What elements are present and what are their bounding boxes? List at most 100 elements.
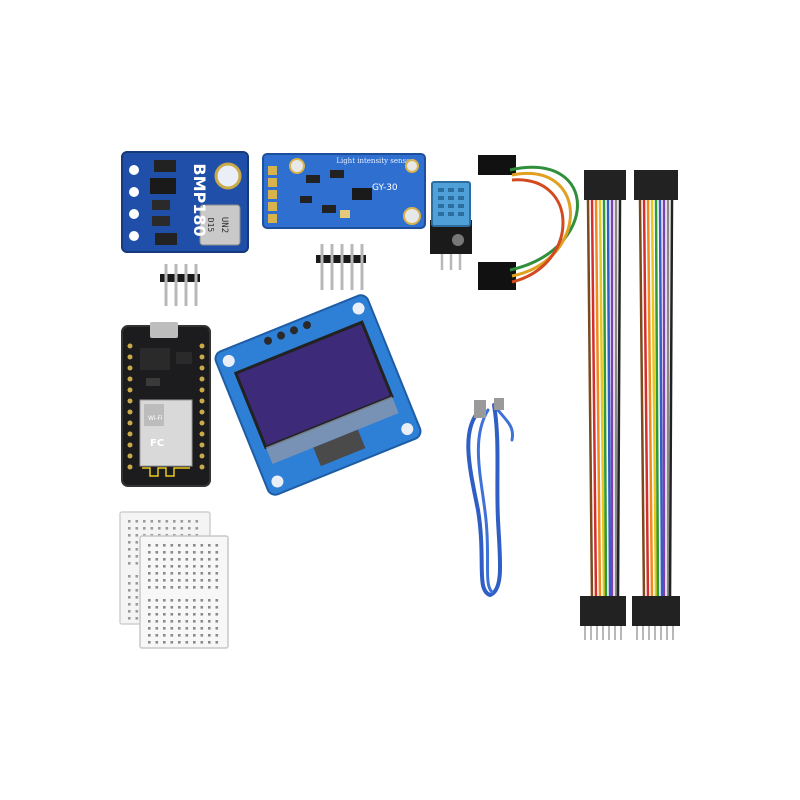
breadboard-hole (135, 534, 139, 537)
breadboard-hole (178, 551, 181, 554)
breadboard-hole (185, 606, 189, 609)
breadboard-hole (180, 520, 184, 523)
breadboard-hole (128, 603, 131, 606)
breadboard-hole (163, 551, 166, 554)
breadboard-hole (200, 599, 204, 602)
breadboard-hole (188, 520, 191, 523)
breadboard-hole (148, 627, 151, 630)
jumper-wire-ribbon-right (632, 170, 680, 640)
breadboard-hole (170, 599, 174, 602)
breadboard-hole (163, 627, 166, 630)
breadboard-hole (215, 641, 219, 644)
breadboard-hole (148, 586, 151, 589)
breadboard-hole (148, 634, 151, 637)
breadboard-hole (148, 558, 151, 561)
breadboard-hole (200, 572, 204, 575)
breadboard-hole (193, 579, 196, 582)
breadboard-hole (188, 527, 191, 530)
gy30-header-pins (316, 244, 366, 290)
breadboard-hole (163, 586, 166, 589)
breadboard-hole (155, 634, 159, 637)
breadboard-hole (135, 617, 139, 620)
breadboard-hole (155, 579, 159, 582)
oled-display-module (214, 294, 422, 496)
breadboard-hole (200, 565, 204, 568)
breadboard-hole (163, 558, 166, 561)
breadboard-hole (178, 620, 181, 623)
breadboard-hole (185, 544, 189, 547)
breadboard-hole (178, 586, 181, 589)
breadboard-hole (200, 613, 204, 616)
breadboard-hole (158, 527, 161, 530)
breadboard-hole (208, 579, 211, 582)
breadboard-hole (178, 627, 181, 630)
breadboard-hole (128, 520, 131, 523)
breadboard-hole (178, 565, 181, 568)
breadboard-hole (128, 548, 131, 551)
breadboard-hole (200, 586, 204, 589)
breadboard-hole (148, 551, 151, 554)
gy30-title-label: Light intensity sensor (336, 157, 414, 165)
breadboard-hole (208, 634, 211, 637)
breadboard-hole (208, 572, 211, 575)
breadboard-hole (128, 562, 131, 565)
breadboard-hole (208, 613, 211, 616)
breadboard-hole (148, 620, 151, 623)
breadboard-hole (193, 565, 196, 568)
breadboard-hole (208, 599, 211, 602)
bmp180-header-pins (160, 264, 200, 306)
breadboard-hole (208, 627, 211, 630)
breadboard-hole (193, 572, 196, 575)
nodemcu-pin-rows (127, 343, 205, 470)
breadboard-hole (135, 548, 139, 551)
breadboard-hole (178, 572, 181, 575)
breadboard-hole (215, 634, 219, 637)
breadboard-hole (170, 606, 174, 609)
breadboard-hole (193, 634, 196, 637)
breadboard-hole (200, 641, 204, 644)
breadboard-hole (170, 641, 174, 644)
breadboard-hole (208, 620, 211, 623)
breadboard-hole (128, 541, 131, 544)
breadboard-hole (193, 627, 196, 630)
bmp180-pin-pads (129, 165, 139, 241)
oled-flex-ribbon (313, 429, 366, 467)
breadboard-hole (178, 606, 181, 609)
breadboard-hole (215, 551, 219, 554)
esp-wifi-label: Wi-Fi (148, 415, 163, 422)
breadboard-hole (208, 558, 211, 561)
breadboard-hole (170, 627, 174, 630)
breadboard-hole (200, 627, 204, 630)
breadboard-hole (173, 520, 176, 523)
breadboard-hole (155, 544, 159, 547)
breadboard-hole (163, 579, 166, 582)
breadboard-hole (170, 544, 174, 547)
breadboard-hole (178, 579, 181, 582)
gy30-pin-pads (268, 166, 277, 223)
antenna-trace (142, 467, 190, 477)
breadboard-hole (200, 544, 204, 547)
breadboard-hole (200, 558, 204, 561)
breadboard-hole (208, 565, 211, 568)
breadboard-hole (180, 527, 184, 530)
breadboard-hole (135, 562, 139, 565)
breadboard-hole (155, 627, 159, 630)
breadboard-hole (193, 641, 196, 644)
breadboard-hole (185, 572, 189, 575)
breadboard-hole (163, 641, 166, 644)
breadboard-hole (163, 613, 166, 616)
breadboard-hole (148, 572, 151, 575)
breadboard-hole (148, 613, 151, 616)
breadboard-hole (150, 527, 154, 530)
breadboard-hole (155, 606, 159, 609)
breadboard-hole (195, 520, 199, 523)
breadboard-hole (193, 613, 196, 616)
breadboard-hole (135, 575, 139, 578)
breadboard-hole (185, 620, 189, 623)
breadboard-hole (163, 572, 166, 575)
breadboard-hole (215, 586, 219, 589)
breadboard-hole (165, 520, 169, 523)
breadboard-hole (148, 599, 151, 602)
breadboard-hole (185, 565, 189, 568)
